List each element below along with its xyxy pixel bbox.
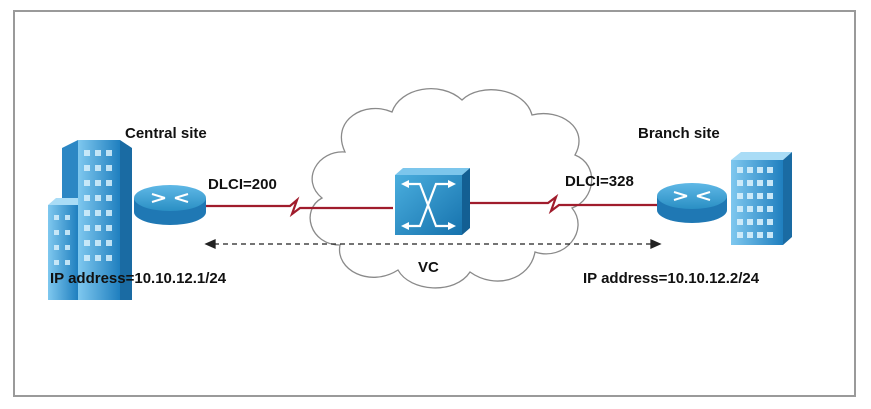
router-icon	[657, 183, 727, 223]
router-icon	[134, 185, 206, 225]
vc-arrow	[204, 238, 662, 250]
central-ip-label: IP address=10.10.12.1/24	[50, 270, 227, 287]
branch-dlci-label: DLCI=328	[565, 173, 634, 190]
vc-label: VC	[418, 259, 439, 276]
building-icon	[48, 140, 132, 300]
link-branch	[466, 193, 657, 215]
central-dlci-label: DLCI=200	[208, 176, 277, 193]
central-site-label: Central site	[125, 125, 207, 142]
building-icon	[731, 152, 792, 245]
branch-site-label: Branch site	[638, 125, 720, 142]
link-central	[205, 196, 393, 218]
switch-icon	[395, 168, 470, 235]
branch-ip-label: IP address=10.10.12.2/24	[583, 270, 760, 287]
